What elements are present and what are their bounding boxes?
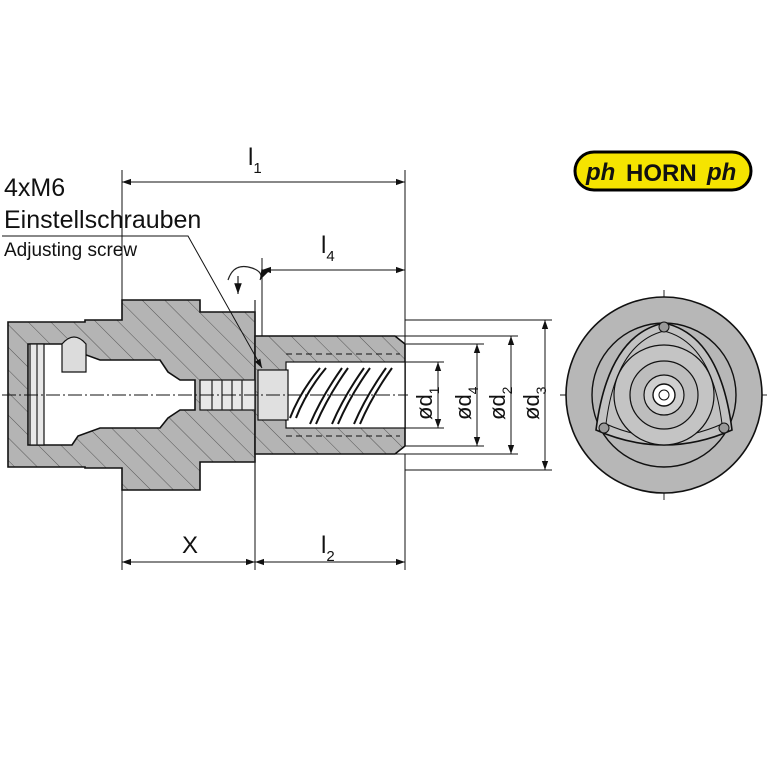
- dim-d3-label: ød3: [519, 386, 549, 420]
- flutes: [289, 367, 393, 425]
- logo-text: HORN: [626, 160, 697, 187]
- logo-mark-right: ph: [706, 159, 736, 186]
- annotation-leader: [2, 235, 263, 369]
- end-view: [560, 290, 767, 500]
- dimension-lines: [2, 170, 552, 570]
- screw-head-top: [658, 321, 670, 333]
- logo-mark-left: ph: [585, 159, 615, 186]
- dim-x-label: X: [182, 532, 198, 559]
- dim-d1-label: ød1: [412, 386, 442, 420]
- horn-logo: ph HORN ph: [573, 150, 753, 192]
- dim-d2-label: ød2: [485, 386, 515, 420]
- annotation-line1: 4xM6: [4, 174, 65, 202]
- screw-head-right: [718, 422, 730, 434]
- center-bore: [652, 383, 676, 407]
- rotation-arrow: [227, 265, 269, 281]
- screw-head-left: [598, 422, 610, 434]
- dim-l1-label: l1: [248, 144, 262, 177]
- dim-d4-label: ød4: [451, 386, 481, 420]
- annotation-line3: Adjusting screw: [4, 240, 137, 261]
- side-section-view: [2, 299, 408, 500]
- logo-badge: [573, 150, 753, 192]
- dimension-labels: l1 l4 X l2 ød1 ød4 ød2 ød3: [182, 144, 549, 565]
- dim-l2-label: l2: [321, 532, 335, 565]
- annotation: 4xM6 Einstellschrauben Adjusting screw: [4, 174, 201, 261]
- ball-pin: [61, 336, 87, 373]
- dim-l4-label: l4: [321, 232, 335, 265]
- annotation-line2: Einstellschrauben: [4, 206, 201, 234]
